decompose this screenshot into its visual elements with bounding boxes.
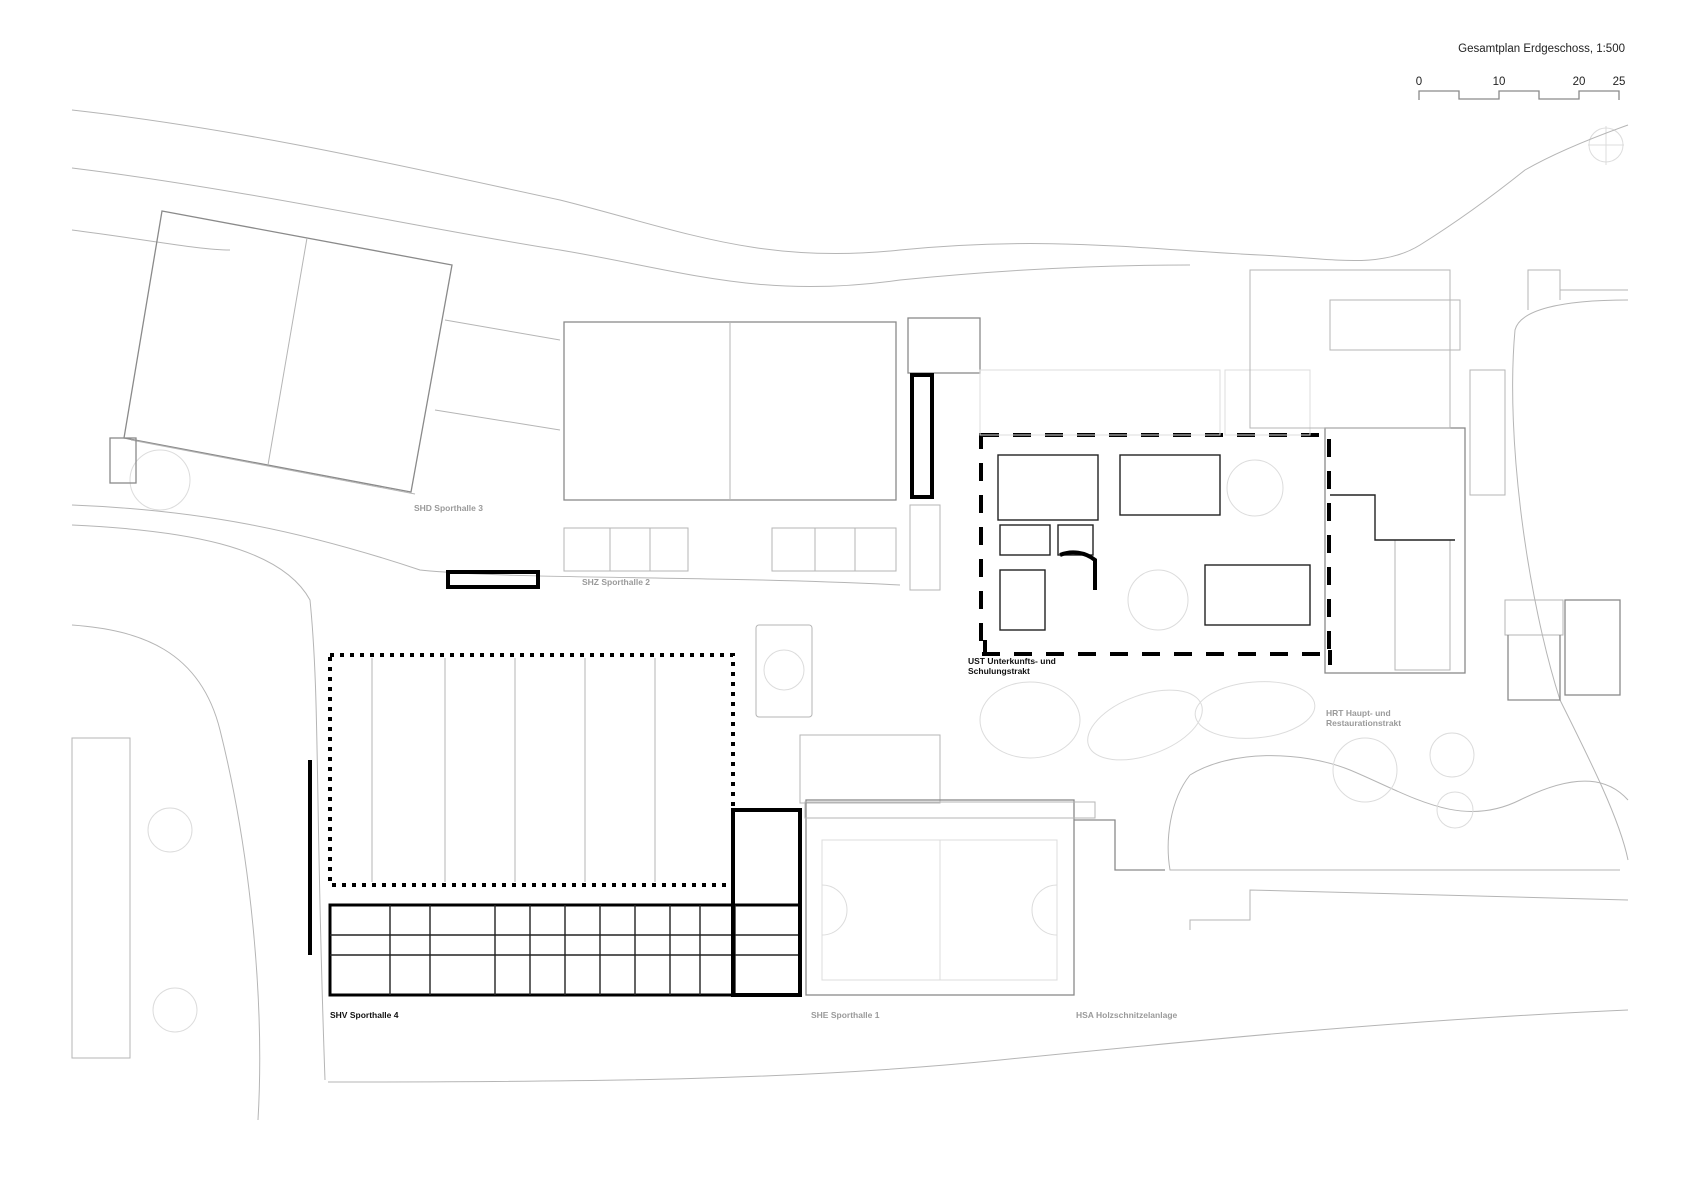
scale-tick-20: 20 [1573, 76, 1586, 88]
north-arrow-icon [1588, 126, 1624, 165]
building-ust-unterkunftstrakt [979, 369, 1331, 656]
label-ust-line1: UST Unterkunfts- und [968, 656, 1056, 666]
label-shv: SHV Sporthalle 4 [330, 1010, 399, 1020]
site-roads [71, 109, 1629, 1121]
label-shz: SHZ Sporthalle 2 [582, 577, 650, 587]
label-shd: SHD Sporthalle 3 [414, 503, 483, 513]
building-hsa-holzschnitzelanlage [1074, 819, 1165, 871]
building-hrt-restaurationstrakt [1249, 269, 1621, 701]
label-hrt-line1: HRT Haupt- und [1326, 708, 1391, 718]
building-shd-sporthalle-3 [109, 210, 561, 495]
building-she-sporthalle-1 [804, 799, 1096, 996]
scale-tick-0: 0 [1416, 76, 1422, 88]
label-hsa: HSA Holzschnitzelanlage [1076, 1010, 1178, 1020]
scale-tick-25: 25 [1613, 76, 1626, 88]
label-ust-line2: Schulungstrakt [968, 666, 1030, 676]
scale-bar: 0 10 20 25 [1416, 76, 1626, 100]
building-shz-sporthalle-2 [446, 317, 981, 591]
green-islands [129, 449, 1475, 1033]
label-hrt-line2: Restaurationstrakt [1326, 718, 1401, 728]
label-she: SHE Sporthalle 1 [811, 1010, 880, 1020]
scale-tick-10: 10 [1493, 76, 1506, 88]
plan-title: Gesamtplan Erdgeschoss, 1:500 [1458, 43, 1625, 55]
building-shv-sporthalle-4 [308, 653, 802, 997]
